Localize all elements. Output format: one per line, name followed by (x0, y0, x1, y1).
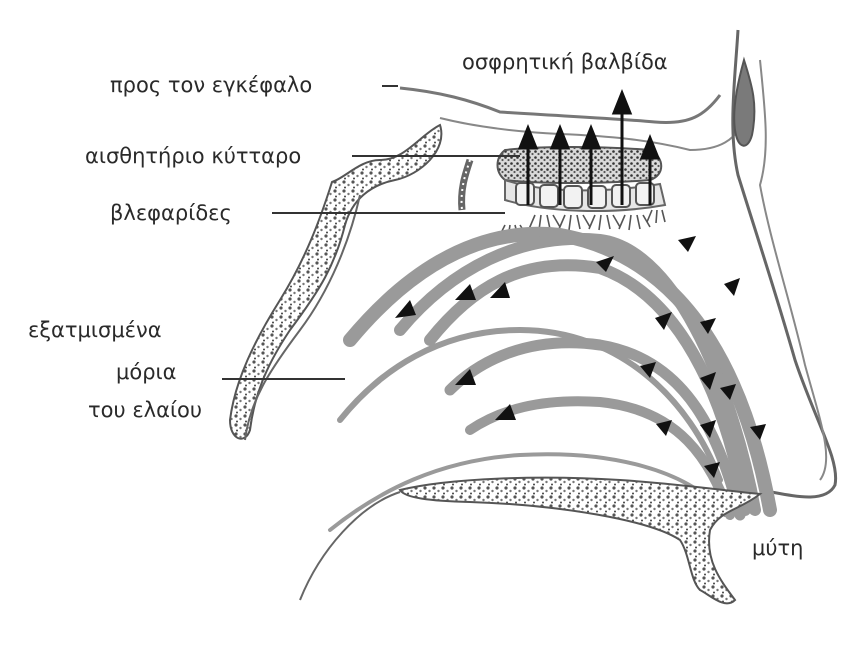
label-vapor-line1: εξατμισμένα (28, 318, 162, 342)
label-vapor-line3: του ελαίου (88, 398, 202, 422)
frontal-sinus (734, 60, 754, 146)
airflow-stream (430, 265, 745, 510)
brain-boundary (400, 88, 720, 123)
label-to-brain: προς τον εγκέφαλο (110, 73, 312, 97)
nerve-branch (462, 160, 470, 210)
label-cilia: βλεφαρίδες (110, 201, 232, 225)
label-nose: μύτη (752, 536, 803, 560)
label-olfactory-bulb: οσφρητική βαλβίδα (462, 50, 668, 74)
soft-palate (300, 492, 400, 600)
olfactory-bulb (498, 147, 662, 183)
label-vapor-line2: μόρια (116, 360, 177, 384)
label-sensory-cell: αισθητήριο κύτταρο (85, 144, 301, 168)
hard-palate (400, 478, 760, 604)
